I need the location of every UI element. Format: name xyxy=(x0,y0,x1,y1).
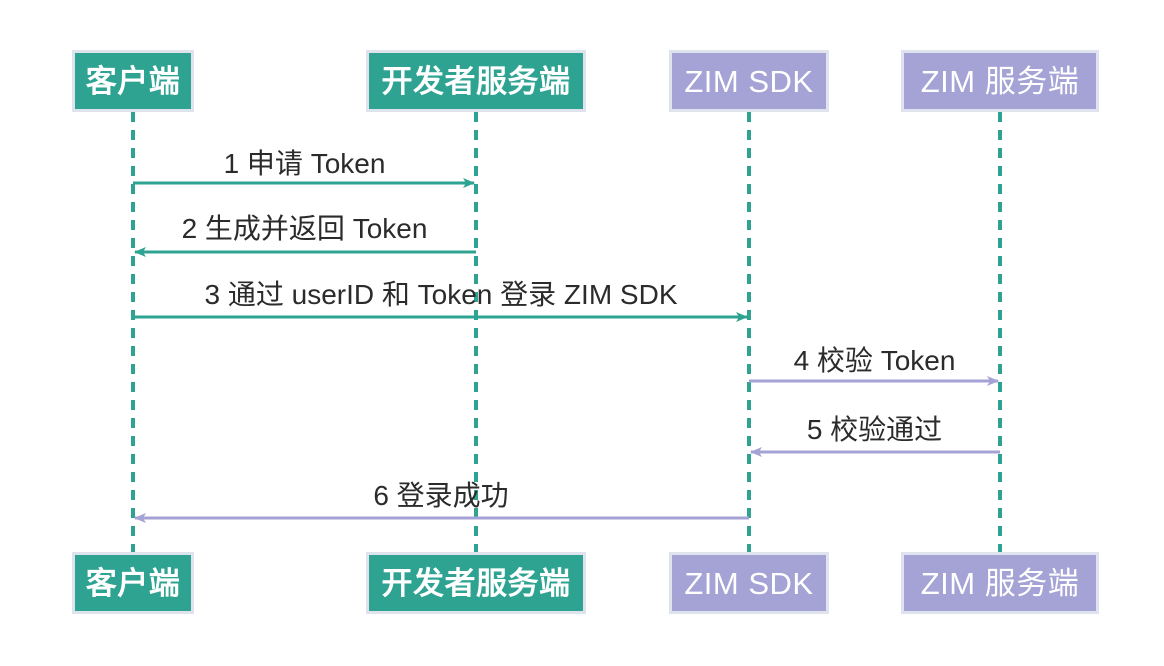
message-label-6: 6 登录成功 xyxy=(373,480,509,511)
actor-box-devserver-top: 开发者服务端 xyxy=(366,50,586,112)
actor-box-zimsdk-top: ZIM SDK xyxy=(669,50,829,112)
lifelines-group xyxy=(131,112,1002,552)
actor-label-devserver: 开发者服务端 xyxy=(381,565,571,601)
actor-label-client: 客户端 xyxy=(85,63,181,99)
actor-label-devserver: 开发者服务端 xyxy=(381,63,571,99)
message-label-1: 1 申请 Token xyxy=(223,148,386,179)
actor-label-zimserver: ZIM 服务端 xyxy=(920,565,1080,601)
actor-box-zimserver-top: ZIM 服务端 xyxy=(901,50,1099,112)
message-label-5: 5 校验通过 xyxy=(806,414,943,445)
actor-box-client-top: 客户端 xyxy=(72,50,194,112)
message-label-4: 4 校验 Token xyxy=(793,345,956,376)
actor-box-client-bottom: 客户端 xyxy=(72,552,194,614)
message-label-3: 3 通过 userID 和 Token 登录 ZIM SDK xyxy=(204,279,678,310)
actor-label-zimsdk: ZIM SDK xyxy=(684,565,814,601)
message-arrows-group xyxy=(133,178,1000,523)
actor-box-zimsdk-bottom: ZIM SDK xyxy=(669,552,829,614)
actor-box-devserver-bottom: 开发者服务端 xyxy=(366,552,586,614)
actor-label-client: 客户端 xyxy=(85,565,181,601)
actor-label-zimserver: ZIM 服务端 xyxy=(920,63,1080,99)
actor-box-zimserver-bottom: ZIM 服务端 xyxy=(901,552,1099,614)
message-label-2: 2 生成并返回 Token xyxy=(181,213,428,244)
actor-label-zimsdk: ZIM SDK xyxy=(684,63,814,99)
